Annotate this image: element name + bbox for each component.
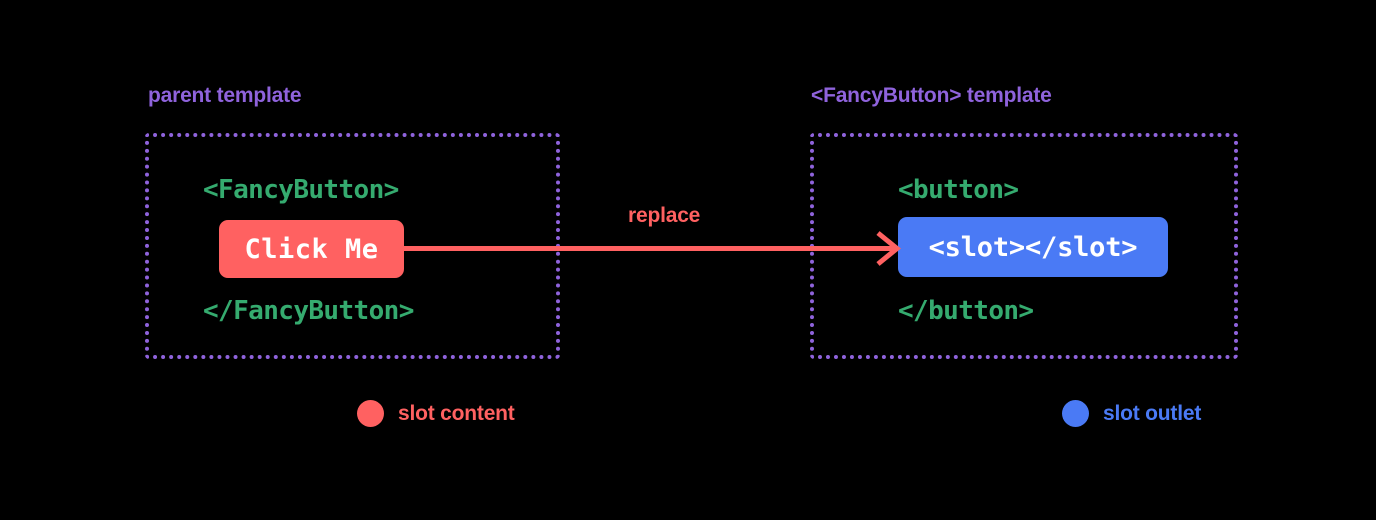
code-open-tag-fancybutton: <FancyButton>: [203, 175, 399, 205]
slot-content-chip[interactable]: Click Me: [219, 220, 404, 278]
legend-item-slot-outlet: slot outlet: [1062, 400, 1201, 427]
fancybutton-template-heading: <FancyButton> template: [811, 84, 1052, 107]
code-close-tag-button: </button>: [898, 296, 1034, 326]
slot-content-swatch-icon: [357, 400, 384, 427]
legend-item-slot-content: slot content: [357, 400, 515, 427]
slot-outlet-swatch-icon: [1062, 400, 1089, 427]
slot-outlet-chip[interactable]: <slot></slot>: [898, 217, 1168, 277]
code-close-tag-fancybutton: </FancyButton>: [203, 296, 414, 326]
code-open-tag-button: <button>: [898, 175, 1019, 205]
parent-template-heading: parent template: [148, 84, 302, 107]
replace-arrow-icon: [404, 231, 901, 266]
legend-label-slot-outlet: slot outlet: [1103, 401, 1202, 425]
replace-arrow-label: replace: [628, 204, 701, 227]
legend-label-slot-content: slot content: [398, 401, 515, 425]
